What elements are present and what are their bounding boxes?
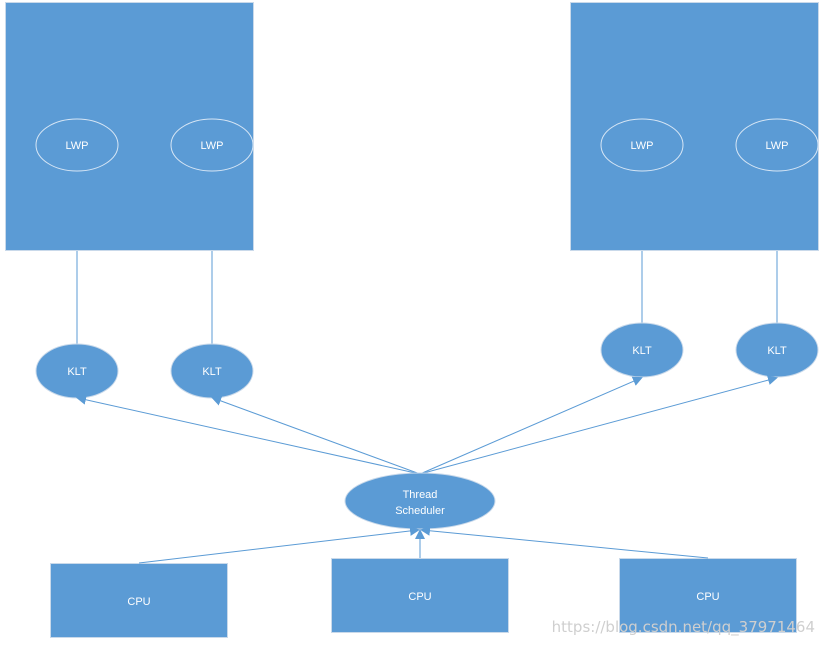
- thread-scheduler: [344, 472, 496, 530]
- lwp-right-1: [600, 118, 684, 172]
- lwp-right-2-label: LWP: [765, 140, 788, 152]
- cpu-3-label: CPU: [696, 591, 719, 603]
- klt-3-label: KLT: [632, 345, 652, 357]
- arrow-cpu-1-to-scheduler: [138, 525, 420, 564]
- lwp-left-1-label: LWP: [65, 140, 88, 152]
- cpu-box-2: [331, 558, 509, 633]
- arrow-scheduler-to-klt-4: [419, 375, 778, 475]
- process-box-right: [570, 2, 819, 251]
- arrow-cpu-3-to-scheduler: [420, 525, 709, 559]
- cpu-1-label: CPU: [127, 596, 150, 608]
- watermark: https://blog.csdn.net/qq_37971464: [551, 618, 815, 636]
- lwp-left-2: [170, 118, 254, 172]
- arrow-scheduler-to-klt-2: [211, 396, 421, 475]
- cpu-2-label: CPU: [408, 591, 431, 603]
- lwp-left-1: [35, 118, 119, 172]
- lwp-right-1-label: LWP: [630, 140, 653, 152]
- arrow-scheduler-to-klt-3: [419, 376, 643, 475]
- lwp-left-2-label: LWP: [200, 140, 223, 152]
- lwp-right-2: [735, 118, 819, 172]
- klt-4-label: KLT: [767, 345, 787, 357]
- arrow-scheduler-to-klt-1: [76, 394, 421, 475]
- cpu-box-3: [619, 558, 797, 633]
- klt-1-label: KLT: [67, 366, 87, 378]
- cpu-box-1: [50, 563, 228, 638]
- thread-scheduler-line1: Thread: [403, 489, 438, 501]
- klt-2-label: KLT: [202, 366, 222, 378]
- process-box-left: [5, 2, 254, 251]
- thread-scheduler-line2: Scheduler: [395, 505, 445, 517]
